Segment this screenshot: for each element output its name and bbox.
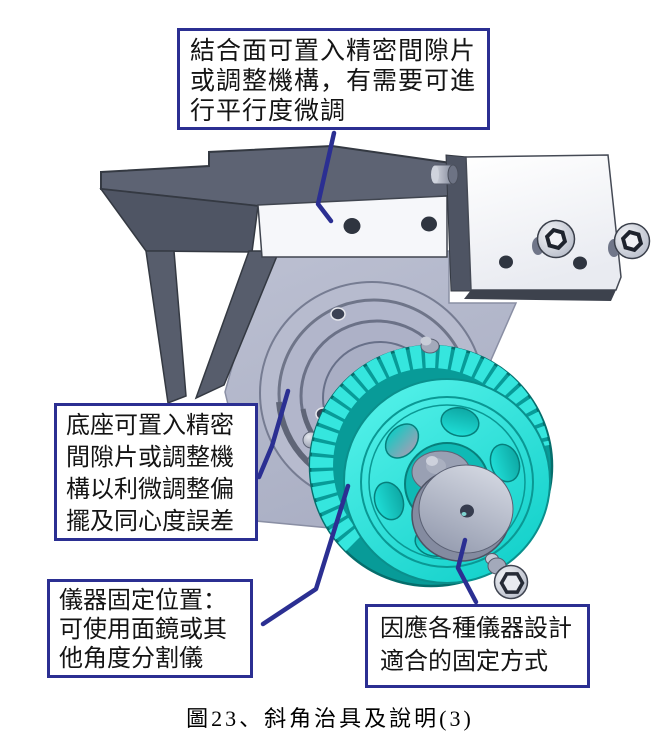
plate-hole: [573, 256, 587, 270]
callout-text-line: 適合的固定方式: [380, 648, 548, 675]
side-plate: [431, 154, 651, 301]
gear-teeth: [310, 344, 550, 552]
plate-hole: [499, 255, 513, 269]
callout-text-line: 他角度分割儀: [59, 645, 203, 672]
disc-center-hole: [460, 504, 474, 518]
figure-caption: 圖23、斜角治具及說明(3): [186, 706, 474, 731]
leader-line-bottom-left: [260, 483, 351, 627]
callout-text-line: 底座可置入精密: [66, 412, 234, 439]
callout-text-line: 儀器固定位置：: [59, 587, 227, 614]
socket-screw-2: [608, 222, 651, 260]
callout-text-line: 可使用面鏡或其: [59, 616, 227, 643]
side-plate-bottom-edge: [464, 290, 616, 301]
callout-text-line: 間隙片或調整機: [66, 444, 234, 471]
callout-fixing-method: 因應各種儀器設計 適合的固定方式: [365, 604, 590, 688]
loose-bolt: [485, 553, 529, 600]
callout-joint-surface: 結合面可置入精密間隙片 或調整機構，有需要可進 行平行度微調: [177, 28, 490, 130]
top-stud: [420, 336, 440, 354]
leader-line-left: [256, 388, 291, 480]
band-hole: [421, 216, 437, 232]
callout-text-line: 擺及同心度誤差: [66, 508, 234, 535]
gear-hole: [373, 481, 405, 521]
callout-text-line: 結合面可置入精密間隙片: [190, 37, 477, 65]
callout-base-adjust: 底座可置入精密 間隙片或調整機 構以利微調整偏 擺及同心度誤差: [54, 403, 258, 541]
callout-text-line: 行平行度微調: [190, 97, 347, 125]
bracket-left-leg: [145, 250, 187, 405]
band-hole: [343, 218, 361, 234]
flange-hole: [330, 307, 346, 321]
gear-hole: [440, 406, 480, 438]
leader-line-top: [315, 130, 337, 224]
callout-instrument-position: 儀器固定位置： 可使用面鏡或其 他角度分割儀: [47, 579, 253, 678]
mounting-band: [257, 195, 448, 258]
callout-text-line: 因應各種儀器設計: [380, 615, 572, 642]
leader-line-bottom-right: [455, 537, 479, 605]
gear-wheel: [308, 336, 554, 588]
callout-text-line: 或調整機構，有需要可進: [190, 67, 477, 95]
side-plate-face: [465, 154, 622, 291]
instrument-mounting-disc: [411, 464, 514, 562]
pivot-cylinder: [431, 164, 459, 185]
callout-text-line: 構以利微調整偏: [66, 476, 234, 503]
gear-hole: [489, 443, 521, 483]
socket-screw-1: [532, 219, 576, 259]
gear-hole: [384, 423, 420, 459]
